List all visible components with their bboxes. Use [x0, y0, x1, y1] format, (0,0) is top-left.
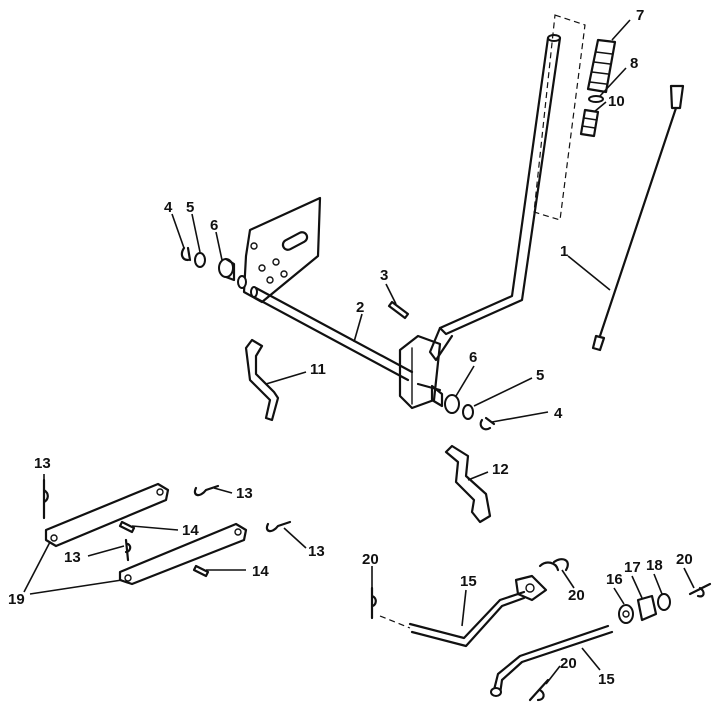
- callout-13d: 13: [308, 543, 325, 560]
- clip-right: [479, 416, 496, 431]
- lift-lever: [428, 34, 562, 362]
- leader-17: [631, 575, 643, 599]
- callout-4b: 4: [554, 405, 563, 422]
- link-left: [244, 338, 280, 422]
- callout-8: 8: [630, 55, 638, 72]
- callout-13b: 13: [236, 485, 253, 502]
- callout-12: 12: [492, 461, 509, 478]
- clip-20-bottom: [528, 678, 550, 702]
- leader-5b: [473, 377, 533, 407]
- leader-13b: [213, 487, 233, 494]
- deck-link-upper: [379, 561, 560, 648]
- leader-15a: [461, 589, 467, 627]
- clip-13-top: [193, 484, 220, 497]
- lift-shaft: [250, 286, 442, 410]
- callout-5a: 5: [186, 199, 194, 216]
- callout-20a: 20: [362, 551, 379, 568]
- shaft-end-left: [237, 275, 247, 289]
- washer-left: [194, 252, 206, 268]
- leader-13d: [283, 527, 307, 549]
- callout-20c: 20: [676, 551, 693, 568]
- callout-10: 10: [608, 93, 625, 110]
- washer-right-b: [462, 404, 474, 420]
- clip-13-bottom: [265, 520, 292, 533]
- callout-6b: 6: [469, 349, 477, 366]
- bushing-left: [218, 257, 236, 282]
- nut-18: [657, 593, 671, 611]
- callout-19: 19: [8, 591, 25, 608]
- callout-7: 7: [636, 7, 644, 24]
- callout-13c: 13: [64, 549, 81, 566]
- callout-6a: 6: [210, 217, 218, 234]
- leader-18: [653, 573, 663, 595]
- washer-right-a: [444, 394, 460, 414]
- leader-20c: [683, 567, 695, 589]
- leader-16: [613, 587, 625, 605]
- callout-20d: 20: [560, 655, 577, 672]
- clip-13-middle: [124, 538, 132, 562]
- deck-link-lower: [490, 624, 614, 697]
- pin: [387, 300, 410, 320]
- leader-4a: [171, 213, 185, 249]
- callout-14b: 14: [252, 563, 269, 580]
- callout-14a: 14: [182, 522, 199, 539]
- leader-19b: [29, 579, 123, 595]
- leader-14a: [131, 525, 179, 531]
- callout-15b: 15: [598, 671, 615, 688]
- callout-18: 18: [646, 557, 663, 574]
- leader-8: [599, 67, 627, 97]
- callout-16: 16: [606, 571, 623, 588]
- leader-1: [567, 255, 611, 291]
- clip-13-vertical: [42, 478, 49, 520]
- leader-7: [611, 19, 631, 41]
- callout-3: 3: [380, 267, 388, 284]
- leader-3: [385, 283, 397, 305]
- leader-20b: [561, 569, 575, 589]
- spring-upper: [118, 520, 136, 534]
- leader-15b: [581, 647, 601, 671]
- callout-1: 1: [560, 243, 568, 260]
- clip-left: [180, 246, 192, 262]
- callout-4a: 4: [164, 199, 173, 216]
- clip-20-right: [688, 582, 712, 598]
- leader-10: [593, 101, 607, 113]
- nut-16: [618, 604, 634, 624]
- lift-arm-upper: [44, 482, 170, 548]
- handle-grip-outline: [533, 14, 586, 221]
- leader-5a: [191, 213, 201, 253]
- grip-spring: [579, 108, 600, 138]
- leader-13c: [87, 545, 125, 557]
- leader-11: [265, 371, 307, 385]
- callout-17: 17: [624, 559, 641, 576]
- clip-20-left: [370, 586, 377, 620]
- handle-grip: [586, 38, 617, 94]
- callout-13a: 13: [34, 455, 51, 472]
- leader-20d: [545, 665, 561, 685]
- leader-19a: [23, 541, 51, 593]
- link-right: [444, 444, 492, 524]
- block-17: [636, 594, 658, 622]
- callout-20b: 20: [568, 587, 585, 604]
- leader-6b: [455, 365, 475, 397]
- leader-12: [467, 471, 489, 481]
- callout-11: 11: [310, 361, 326, 378]
- leader-6a: [215, 231, 223, 261]
- leader-2: [353, 313, 363, 343]
- callout-2: 2: [356, 299, 364, 316]
- bushing-right: [430, 384, 444, 408]
- grip-washer: [588, 95, 604, 103]
- clip-20-top: [552, 558, 569, 572]
- spring-lower: [192, 564, 210, 578]
- callout-15a: 15: [460, 573, 477, 590]
- leader-4b: [491, 411, 549, 423]
- callout-5b: 5: [536, 367, 544, 384]
- height-adjust-rod: [591, 84, 685, 352]
